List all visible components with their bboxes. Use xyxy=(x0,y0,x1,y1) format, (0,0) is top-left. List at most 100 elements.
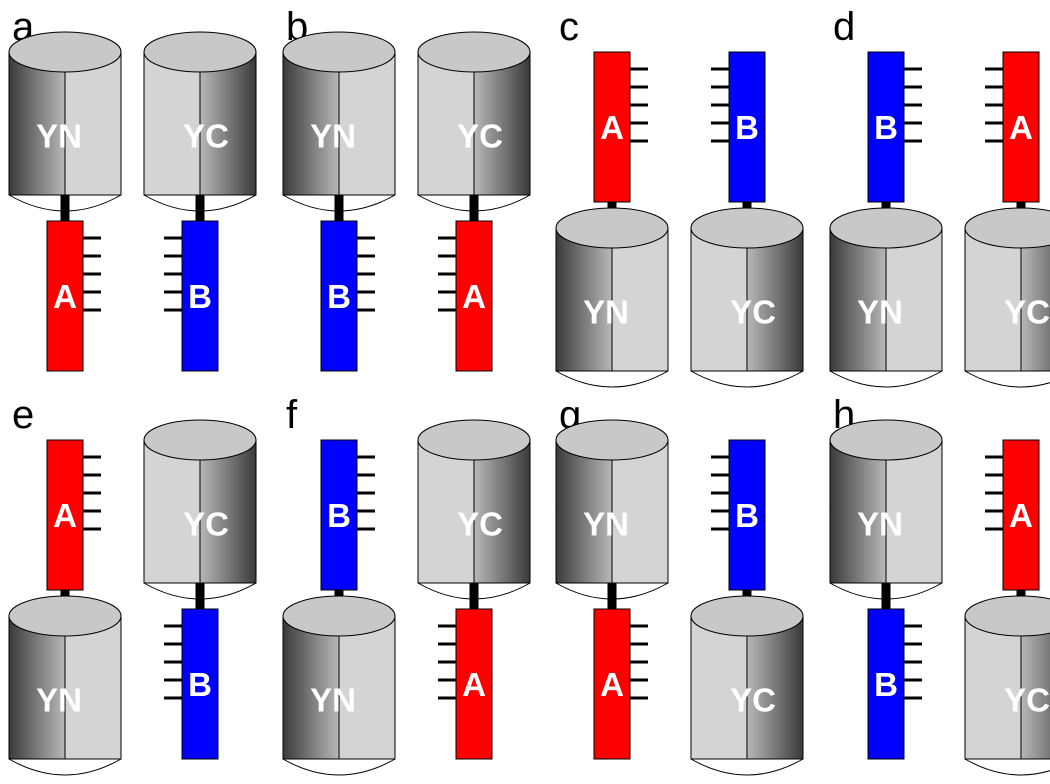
cylinder-light-face xyxy=(611,227,669,372)
cylinder-dark-face xyxy=(829,439,887,584)
protein-b-box xyxy=(867,51,905,203)
cylinder-dark-face xyxy=(282,51,340,196)
protein-a-box xyxy=(46,220,84,372)
protein-label: B xyxy=(188,666,212,703)
construct-left: YNA xyxy=(8,31,122,372)
cylinder-label: YC xyxy=(183,118,229,155)
construct-left: YN B xyxy=(829,419,943,760)
panel-letter: c xyxy=(559,5,579,49)
cylinder-yn: YN xyxy=(829,207,943,388)
construct-left: B YN xyxy=(829,51,943,388)
protein-label: B xyxy=(735,109,759,146)
cylinder-dark-face xyxy=(473,439,531,584)
cylinder-yn: YN xyxy=(282,31,396,212)
cylinder-edge xyxy=(964,370,1050,388)
protein-b-box xyxy=(181,608,219,760)
cylinder-cap xyxy=(829,207,943,249)
cylinder-label: YC xyxy=(1004,294,1050,331)
cylinder-light-face xyxy=(885,439,943,584)
cylinder-edge xyxy=(964,758,1050,776)
cylinder-yn: YN xyxy=(282,595,396,776)
protein-b-box xyxy=(867,608,905,760)
cylinder-edge xyxy=(417,194,531,212)
cylinder-light-face xyxy=(143,439,201,584)
cylinder-edge xyxy=(143,194,257,212)
protein-label: A xyxy=(600,109,624,146)
cylinder-label: YN xyxy=(857,294,903,331)
cylinder-label: YC xyxy=(457,118,503,155)
cylinder-edge xyxy=(282,758,396,776)
cylinder-label: YN xyxy=(583,294,629,331)
cylinder-yc: YC xyxy=(964,595,1050,776)
cylinder-yn: YN xyxy=(829,419,943,600)
cylinder-label: YC xyxy=(457,506,503,543)
construct-left: A YN xyxy=(555,51,669,388)
construct-left: YN B xyxy=(282,31,396,372)
cylinder-yc: YC xyxy=(417,31,531,212)
cylinder-edge xyxy=(555,582,669,600)
construct-right: A YC xyxy=(964,439,1050,776)
cylinder-label: YC xyxy=(730,294,776,331)
cylinder-label: YC xyxy=(183,506,229,543)
cylinder-cap xyxy=(964,207,1050,249)
construct-right: YC A xyxy=(417,419,531,760)
protein-label: B xyxy=(735,497,759,534)
cylinder-edge xyxy=(8,758,122,776)
protein-b-box xyxy=(728,51,766,203)
cylinder-dark-face xyxy=(473,51,531,196)
cylinder-dark-face xyxy=(555,227,613,372)
cylinder-cap xyxy=(555,207,669,249)
cylinder-yc: YC xyxy=(143,419,257,600)
protein-b-box xyxy=(320,439,358,591)
protein-label: A xyxy=(462,666,486,703)
cylinder-light-face xyxy=(964,615,1022,760)
cylinder-cap xyxy=(282,595,396,637)
construct-left: BYN xyxy=(282,439,396,776)
construct-right: B YC xyxy=(690,439,804,776)
construct-right: B YC xyxy=(690,51,804,388)
cylinder-edge xyxy=(829,582,943,600)
construct-right: YCA xyxy=(417,31,531,372)
cylinder-edge xyxy=(829,370,943,388)
construct-right: AYC xyxy=(964,51,1050,388)
cylinder-yc: YC xyxy=(143,31,257,212)
cylinder-dark-face xyxy=(829,227,887,372)
protein-a-box xyxy=(455,220,493,372)
panel-letter: e xyxy=(12,393,34,437)
protein-label: B xyxy=(874,109,898,146)
cylinder-edge xyxy=(8,194,122,212)
cylinder-light-face xyxy=(338,51,396,196)
cylinder-dark-face xyxy=(1020,615,1050,760)
panel-c: cA YN B YC xyxy=(555,5,804,388)
construct-left: YNA xyxy=(555,419,669,760)
cylinder-light-face xyxy=(964,227,1022,372)
cylinder-yn: YN xyxy=(555,419,669,600)
cylinder-dark-face xyxy=(746,227,804,372)
protein-a-box xyxy=(1002,439,1040,591)
construct-left: AYN xyxy=(8,439,122,776)
cylinder-cap xyxy=(690,595,804,637)
protein-label: B xyxy=(327,278,351,315)
cylinder-edge xyxy=(690,758,804,776)
cylinder-yn: YN xyxy=(8,31,122,212)
cylinder-cap xyxy=(143,31,257,73)
protein-label: A xyxy=(1009,497,1033,534)
cylinder-yc: YC xyxy=(417,419,531,600)
cylinder-cap xyxy=(964,595,1050,637)
protein-label: B xyxy=(874,666,898,703)
cylinder-yc: YC xyxy=(690,595,804,776)
cylinder-label: YN xyxy=(310,682,356,719)
cylinder-cap xyxy=(829,419,943,461)
cylinder-label: YN xyxy=(310,118,356,155)
cylinder-yc: YC xyxy=(690,207,804,388)
protein-a-box xyxy=(1002,51,1040,203)
cylinder-edge xyxy=(417,582,531,600)
cylinder-label: YC xyxy=(730,682,776,719)
protein-a-box xyxy=(46,439,84,591)
